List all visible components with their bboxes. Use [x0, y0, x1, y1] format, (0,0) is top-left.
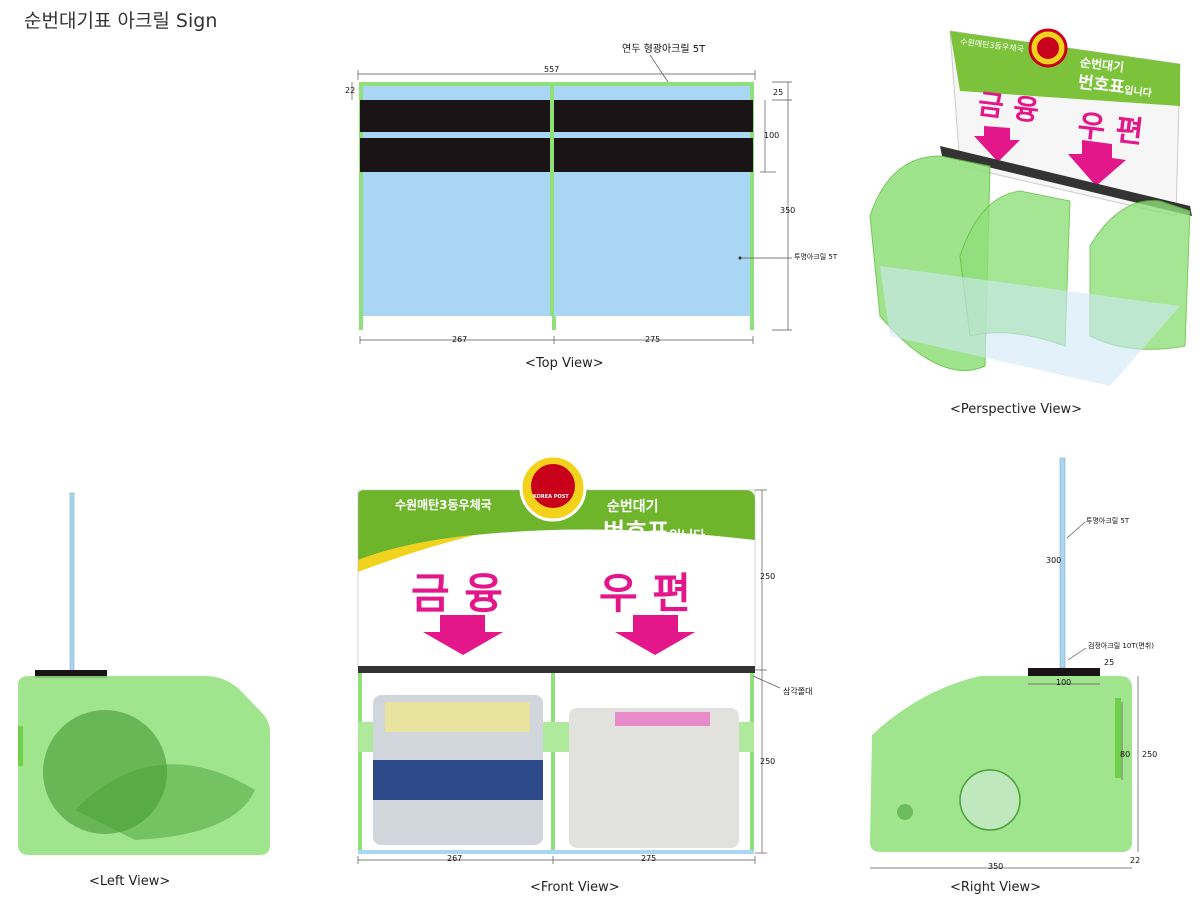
page-title: 순번대기표 아크릴 Sign	[24, 10, 218, 32]
persp-left-word: 금 융	[976, 87, 1041, 128]
right-dim-350: 350	[988, 862, 1004, 871]
front-right-word: 우 편	[599, 569, 691, 618]
right-pole-label: 투명아크릴 5T	[1086, 517, 1130, 525]
left-view: <Left View>	[15, 490, 280, 900]
right-view: 투명아크릴 5T 300 검정아크릴 10T(면취) 25 100 80 250…	[860, 450, 1200, 900]
dim-22: 22	[345, 86, 356, 95]
dim-350: 350	[780, 206, 796, 215]
front-bar-label: 삼각쫄대	[783, 687, 813, 696]
side-label: 투명아크릴 5T	[794, 253, 838, 261]
front-view-drawing	[357, 454, 781, 864]
right-dim-22: 22	[1130, 856, 1141, 865]
right-base-label: 검정아크릴 10T(면취)	[1088, 642, 1154, 650]
dim-25: 25	[773, 88, 784, 97]
dim-267: 267	[452, 335, 468, 344]
right-dim-80: 80	[1120, 750, 1131, 759]
persp-right-word: 우 편	[1075, 108, 1146, 151]
front-line2: 번호표입니다	[603, 518, 706, 546]
front-office: 수원매탄3동우체국	[395, 498, 492, 512]
dim-100: 100	[764, 131, 780, 140]
front-dim-250-top: 250	[760, 572, 776, 581]
right-dim-300: 300	[1046, 556, 1062, 565]
perspective-caption: <Perspective View>	[950, 402, 1083, 417]
right-dim-250: 250	[1142, 750, 1158, 759]
front-view-caption: <Front View>	[530, 880, 620, 895]
front-line1: 순번대기	[607, 499, 659, 515]
front-left-word: 금 융	[411, 569, 503, 618]
right-view-caption: <Right View>	[950, 880, 1041, 895]
top-label: 연두 형광아크릴 5T	[622, 44, 706, 55]
left-view-drawing	[18, 492, 270, 855]
right-view-drawing	[870, 457, 1139, 869]
perspective-drawing	[869, 28, 1192, 386]
dim-275: 275	[645, 335, 661, 344]
front-dim-250-bottom: 250	[760, 757, 776, 766]
perspective-view: 수원매탄3동우체국 순번대기 번호표입니다 금 융 우 편 <Perspecti…	[860, 16, 1200, 426]
left-view-caption: <Left View>	[89, 874, 171, 889]
top-view-drawing	[351, 54, 792, 344]
top-view-caption: <Top View>	[525, 356, 604, 371]
top-view: 연두 형광아크릴 5T 557 22 25 100 350 투명아크릴 5T 2…	[340, 36, 837, 376]
front-dim-275: 275	[641, 854, 657, 863]
right-dim-100: 100	[1056, 678, 1072, 687]
dim-557: 557	[544, 65, 560, 74]
front-logo-text: KOREA POST	[533, 494, 569, 500]
right-dim-25: 25	[1104, 658, 1115, 667]
front-dim-267: 267	[447, 854, 463, 863]
front-view: 수원매탄3동우체국 KOREA POST 순번대기 번호표입니다 금 융 우 편…	[355, 450, 825, 900]
